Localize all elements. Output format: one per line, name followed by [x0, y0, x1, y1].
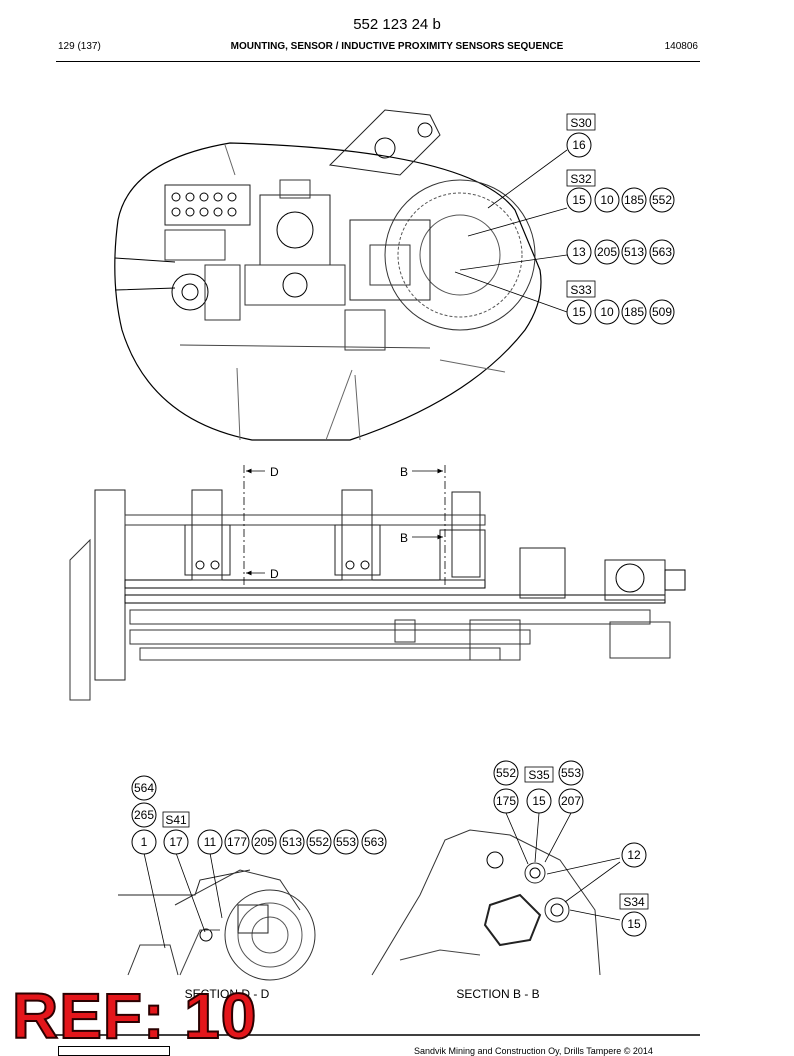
ref-stamp: REF: 10 — [11, 980, 258, 1052]
revision-date: 140806 — [664, 41, 698, 52]
section-mark-b-top: B — [400, 465, 408, 479]
footer-copyright: Sandvik Mining and Construction Oy, Dril… — [414, 1046, 653, 1056]
callout-bubble: 552 — [309, 835, 329, 849]
section-d-leaders — [143, 852, 223, 949]
section-b-leaders — [505, 812, 621, 921]
callout-bubble: 1 — [141, 835, 148, 849]
callout-bubble: 563 — [364, 835, 384, 849]
callout-bubble: 185 — [624, 193, 644, 207]
sensor-label-s41: S41 — [165, 813, 187, 827]
callout-bubble: 553 — [336, 835, 356, 849]
section-d-drawing — [118, 869, 316, 981]
callout-bubble: 10 — [600, 193, 614, 207]
callout-bubble: 513 — [624, 245, 644, 259]
sensor-label-s33: S33 — [570, 283, 592, 297]
header-rule — [56, 61, 700, 62]
top-view-drawing — [114, 109, 542, 441]
callout-bubble: 16 — [572, 138, 586, 152]
company-logo — [58, 1046, 170, 1056]
callout-bubble: 205 — [597, 245, 617, 259]
callout-bubble: 265 — [134, 808, 154, 822]
sensor-label-s32: S32 — [570, 172, 592, 186]
callout-bubble: 552 — [496, 766, 516, 780]
callout-bubble: 185 — [624, 305, 644, 319]
page-title: MOUNTING, SENSOR / INDUCTIVE PROXIMITY S… — [230, 41, 564, 52]
callout-bubble: 563 — [652, 245, 672, 259]
callout-bubble: 11 — [204, 835, 217, 849]
callout-bubble: 553 — [561, 766, 581, 780]
callout-bubble: 15 — [627, 917, 641, 931]
callout-bubble: 509 — [652, 305, 672, 319]
document-number: 552 123 24 b — [353, 16, 441, 33]
section-b-caption: SECTION B - B — [456, 987, 539, 1001]
side-view-drawing — [69, 489, 686, 701]
callout-bubble: 15 — [532, 794, 546, 808]
callout-bubble: 175 — [496, 794, 516, 808]
sensor-box-s30 — [566, 113, 596, 131]
callout-bubble: 13 — [572, 245, 586, 259]
sensor-label-s34: S34 — [623, 895, 645, 909]
callout-bubble: 513 — [282, 835, 302, 849]
callout-bubble: 15 — [572, 193, 586, 207]
callout-bubble: 564 — [134, 781, 154, 795]
section-d-caption: SECTION D - D — [185, 987, 270, 1001]
callout-bubble: 207 — [561, 794, 581, 808]
callout-bubble: 10 — [600, 305, 614, 319]
callout-bubble: 12 — [627, 848, 641, 862]
page-number: 129 (137) — [58, 41, 101, 52]
callouts: S30 16 S32 15 10 185 552 13 205 513 563 … — [131, 113, 675, 937]
sensor-label-s35: S35 — [528, 768, 550, 782]
callout-bubble: 552 — [652, 193, 672, 207]
section-mark-d-top: D — [270, 465, 279, 479]
section-mark-b-low: B — [400, 531, 408, 545]
section-mark-d-low: D — [270, 567, 279, 581]
sensor-label-s30: S30 — [570, 116, 592, 130]
top-view-leaders — [454, 149, 568, 313]
section-cut-lines — [243, 465, 446, 585]
callout-bubble: 17 — [169, 835, 183, 849]
callout-bubble: 15 — [572, 305, 586, 319]
callout-bubble: 177 — [227, 835, 247, 849]
callout-bubble: 205 — [254, 835, 274, 849]
section-b-drawing — [371, 829, 601, 976]
